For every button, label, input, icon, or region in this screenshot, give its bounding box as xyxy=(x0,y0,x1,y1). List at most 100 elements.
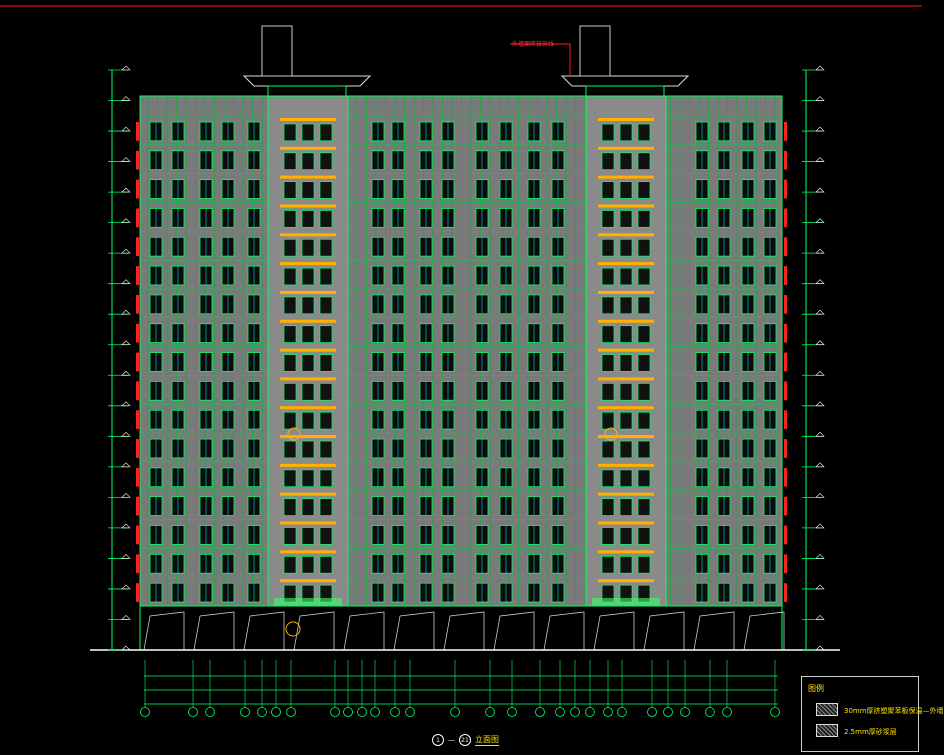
balcony-door xyxy=(301,296,315,315)
balcony-door xyxy=(619,238,633,257)
axis-bubble-icon xyxy=(663,707,673,717)
level-symbol xyxy=(121,340,131,346)
axis-bubble-icon xyxy=(390,707,400,717)
balcony-door xyxy=(301,498,315,516)
axis-bubble-icon xyxy=(722,707,732,717)
edge-rail xyxy=(784,467,787,487)
axis-bubble-icon xyxy=(188,707,198,717)
balcony-door xyxy=(283,181,297,199)
edge-rail xyxy=(136,583,139,602)
level-symbol xyxy=(815,615,825,620)
building-facade xyxy=(90,25,840,651)
balcony-rail xyxy=(598,579,654,583)
podium-planter xyxy=(274,598,342,606)
balcony-rail xyxy=(598,290,654,294)
ground-opening xyxy=(243,611,285,651)
balcony-door xyxy=(301,152,315,170)
balcony-door xyxy=(301,354,315,372)
balcony-door xyxy=(601,498,615,516)
balcony-door xyxy=(637,181,651,199)
axis-bubble-icon: 1 xyxy=(432,734,444,746)
edge-rail xyxy=(784,352,787,372)
edge-rail xyxy=(784,583,787,602)
level-symbol xyxy=(815,218,825,223)
balcony-door xyxy=(301,411,315,430)
edge-rail xyxy=(136,496,139,516)
legend-label-insulation: 30mm厚挤塑聚苯板保温—外墙 xyxy=(844,707,944,715)
balcony-door xyxy=(319,383,333,401)
callout-leader xyxy=(510,43,571,76)
legend-swatch-mortar xyxy=(816,724,838,737)
edge-rail xyxy=(784,525,787,545)
podium-planter xyxy=(592,598,660,606)
elevation-marker-icon xyxy=(287,427,301,441)
balcony-door xyxy=(601,440,615,459)
edge-rail xyxy=(136,525,139,545)
edge-rail xyxy=(784,554,787,574)
balcony-door xyxy=(619,527,633,545)
balcony-door xyxy=(601,123,615,142)
axis-bubble-icon xyxy=(507,707,517,717)
balcony-door xyxy=(637,123,651,142)
balcony-door xyxy=(301,238,315,257)
ground-opening xyxy=(593,611,635,651)
balcony-door xyxy=(301,210,315,228)
balcony-door xyxy=(301,440,315,459)
balcony-door xyxy=(637,325,651,343)
level-symbol xyxy=(121,218,131,223)
ground-floor xyxy=(139,605,783,651)
ground-opening xyxy=(393,611,435,651)
edge-rail xyxy=(136,554,139,574)
balcony-rail xyxy=(598,521,654,525)
edge-rail xyxy=(136,381,139,401)
balcony-door xyxy=(301,556,315,574)
axis-bubble-icon xyxy=(330,707,340,717)
edge-rail xyxy=(784,208,787,228)
stair-tower xyxy=(579,25,611,77)
edge-rail xyxy=(136,208,139,228)
edge-rail xyxy=(784,237,787,257)
balcony-door xyxy=(283,238,297,257)
balcony-door xyxy=(619,123,633,142)
balcony-door xyxy=(283,123,297,142)
balcony-door xyxy=(637,440,651,459)
axis-bubbles xyxy=(140,707,780,717)
level-symbol xyxy=(121,370,131,376)
axis-bubble-icon xyxy=(140,707,150,717)
balcony-door xyxy=(601,383,615,401)
ground-opening xyxy=(343,611,385,651)
level-symbol xyxy=(121,523,131,529)
axis-bubble-icon xyxy=(357,707,367,717)
roof-canopy xyxy=(242,75,372,87)
balcony-door xyxy=(319,411,333,430)
balcony-door xyxy=(601,527,615,545)
axis-bubble-icon xyxy=(286,707,296,717)
level-symbol xyxy=(121,462,131,468)
edge-rail xyxy=(784,381,787,401)
balcony-door xyxy=(283,325,297,343)
balcony-door xyxy=(637,469,651,488)
balcony-door xyxy=(637,296,651,315)
balcony-door xyxy=(283,210,297,228)
balcony-rail xyxy=(280,435,336,439)
balcony-door xyxy=(301,325,315,343)
level-symbol xyxy=(815,462,825,468)
edge-rail xyxy=(784,410,787,430)
balcony-door xyxy=(319,325,333,343)
ground-opening xyxy=(143,611,185,651)
level-symbol xyxy=(121,187,131,193)
balcony-rail xyxy=(598,118,654,121)
elevation-marker-icon xyxy=(604,427,618,441)
balcony-door xyxy=(619,267,633,286)
balcony-rail xyxy=(280,262,336,266)
edge-rail xyxy=(136,323,139,343)
balcony-door xyxy=(283,556,297,574)
balcony-door xyxy=(283,469,297,488)
balcony-door xyxy=(283,411,297,430)
balcony-rail xyxy=(280,492,336,496)
level-symbol xyxy=(815,370,825,376)
balcony-door xyxy=(283,267,297,286)
level-symbol xyxy=(815,492,825,498)
level-symbol xyxy=(121,126,131,132)
edge-rail xyxy=(784,266,787,285)
